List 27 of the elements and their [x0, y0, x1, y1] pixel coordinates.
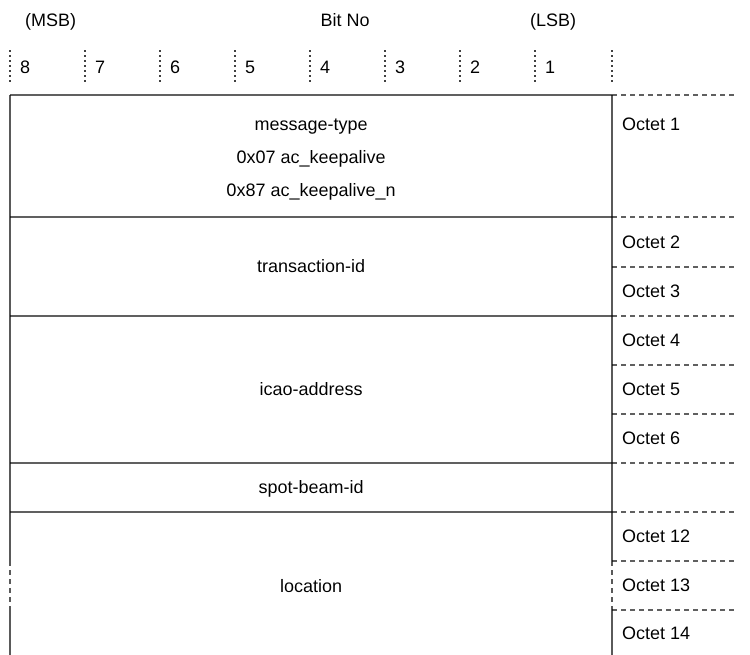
bit-number: 5 — [245, 56, 256, 78]
field-value: 0x07 ac_keepalive — [236, 146, 386, 168]
bit-number: 7 — [95, 56, 106, 78]
field-value: 0x87 ac_keepalive_n — [226, 179, 396, 201]
octet-label: Octet 3 — [622, 280, 680, 302]
header-label: Bit No — [320, 9, 370, 31]
bit-order-label: (MSB) — [25, 9, 76, 31]
octet-label: Octet 14 — [622, 622, 690, 644]
octet-label: Octet 2 — [622, 231, 680, 253]
field-name: icao-address — [259, 378, 363, 400]
bit-number: 1 — [545, 56, 556, 78]
octet-label: Octet 13 — [622, 574, 690, 596]
field-name: message-type — [254, 113, 368, 135]
bit-number: 2 — [470, 56, 480, 78]
octet-label: Octet 4 — [622, 329, 680, 351]
bit-number: 8 — [20, 56, 30, 78]
field-name: transaction-id — [256, 255, 366, 277]
octet-label: Octet 12 — [622, 525, 690, 547]
octet-label: Octet 1 — [622, 113, 680, 135]
bit-number: 3 — [395, 56, 406, 78]
field-name: spot-beam-id — [258, 476, 364, 498]
bit-order-label: (LSB) — [530, 9, 576, 31]
bit-number: 6 — [170, 56, 180, 78]
octet-label: Octet 6 — [622, 427, 680, 449]
octet-label: Octet 5 — [622, 378, 680, 400]
field-name: location — [280, 575, 342, 597]
bit-number: 4 — [320, 56, 330, 78]
